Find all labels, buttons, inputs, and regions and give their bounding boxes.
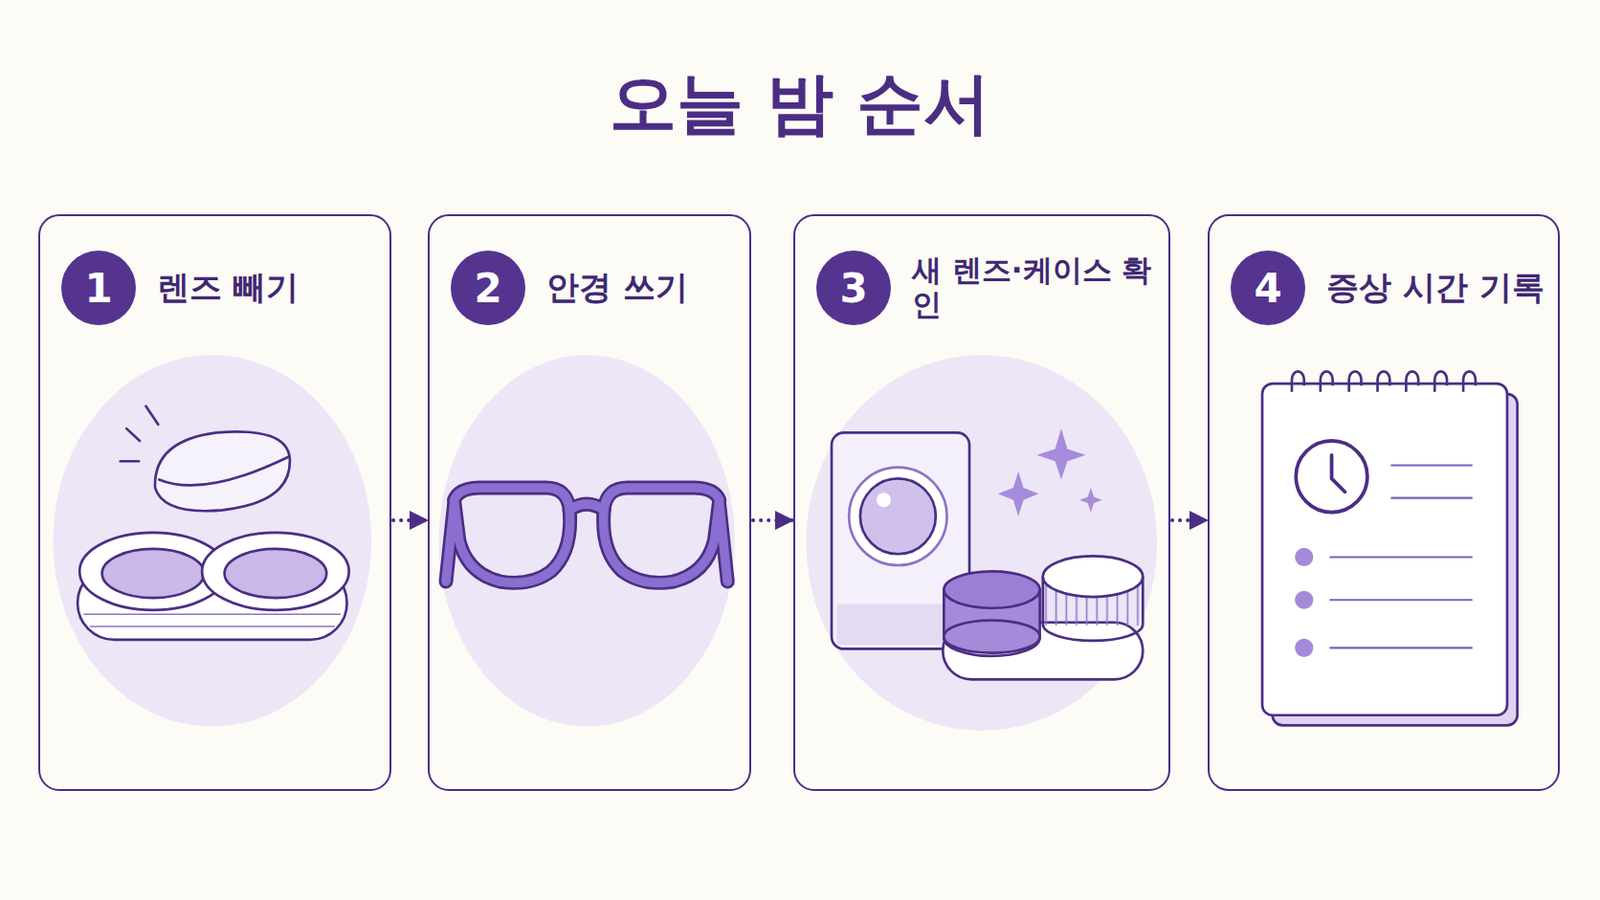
glasses bbox=[719, 505, 729, 582]
glasses bbox=[445, 488, 728, 583]
contact-lens bbox=[155, 431, 290, 512]
step-heading: 렌즈 빼기 bbox=[156, 268, 299, 307]
notebook bbox=[1294, 548, 1313, 658]
lens-case bbox=[102, 549, 205, 599]
step-number: 2 bbox=[473, 265, 502, 312]
step-number-circle: 4 bbox=[1230, 250, 1306, 326]
step-number: 1 bbox=[84, 265, 112, 312]
flow-arrow bbox=[753, 518, 793, 523]
notebook bbox=[1329, 646, 1472, 649]
contact-lens bbox=[145, 406, 158, 425]
step-number: 3 bbox=[839, 265, 867, 312]
step-number-circle: 2 bbox=[450, 250, 526, 326]
glasses bbox=[569, 504, 604, 511]
lens-case bbox=[224, 549, 328, 599]
notebook bbox=[1329, 599, 1472, 601]
contact-lens bbox=[126, 428, 140, 442]
lens-case bbox=[83, 613, 341, 616]
lens-case bbox=[89, 625, 335, 628]
notebook bbox=[1294, 548, 1313, 567]
glasses bbox=[603, 488, 720, 583]
step-panel: 새 렌즈·케이스 확인 3 bbox=[793, 214, 1171, 792]
contact-lens bbox=[158, 457, 288, 486]
new-lens-case bbox=[943, 620, 1040, 657]
contact-lens bbox=[120, 460, 139, 464]
new-lens-case bbox=[943, 621, 1040, 654]
glasses bbox=[719, 505, 729, 582]
spiral-ring bbox=[1405, 371, 1419, 392]
notebook bbox=[1295, 441, 1368, 513]
glasses bbox=[454, 488, 571, 583]
lens-pack bbox=[860, 478, 936, 555]
flow-arrow bbox=[393, 518, 427, 523]
lens-case bbox=[201, 533, 350, 611]
step-panel: 증상 시간 기록 4 bbox=[1207, 214, 1560, 792]
spiral-ring bbox=[1291, 371, 1305, 392]
sparkles bbox=[1036, 428, 1086, 480]
step-number: 4 bbox=[1253, 265, 1282, 312]
lens-pack bbox=[876, 492, 891, 508]
flow-arrow bbox=[1172, 518, 1207, 523]
spiral-ring bbox=[1377, 371, 1391, 392]
backdrop-ellipses bbox=[805, 355, 1157, 731]
step-number-circle: 1 bbox=[61, 250, 136, 326]
notebook bbox=[1262, 371, 1518, 726]
step-heading: 새 렌즈·케이스 확인 bbox=[911, 253, 1159, 322]
glasses bbox=[445, 488, 728, 583]
step-panel: 안경 쓰기 2 bbox=[427, 214, 752, 792]
notebook bbox=[1294, 639, 1313, 658]
spiral-ring bbox=[1463, 371, 1476, 392]
backdrop-ellipses bbox=[52, 355, 372, 727]
backdrop-ellipses bbox=[439, 355, 735, 727]
new-lens-case bbox=[942, 555, 1143, 680]
notebook bbox=[1329, 555, 1472, 558]
notebook bbox=[1390, 464, 1472, 467]
notebook bbox=[1262, 383, 1508, 716]
new-lens-case bbox=[943, 571, 1040, 608]
spiral-ring bbox=[1349, 371, 1362, 392]
page-title: 오늘 밤 순서 bbox=[0, 59, 1600, 150]
sparkles bbox=[998, 471, 1040, 517]
glasses bbox=[445, 505, 455, 582]
step-heading: 증상 시간 기록 bbox=[1326, 268, 1545, 307]
spiral-ring bbox=[1320, 371, 1334, 392]
step-heading: 안경 쓰기 bbox=[546, 268, 689, 307]
sparkles bbox=[998, 428, 1103, 517]
notebook bbox=[1390, 497, 1472, 500]
step-panel: 렌즈 빼기 1 bbox=[38, 214, 392, 792]
notebook bbox=[1294, 591, 1313, 610]
glasses bbox=[569, 504, 604, 511]
notebook bbox=[1329, 465, 1472, 648]
spiral-ring bbox=[1434, 371, 1447, 392]
sparkles bbox=[1079, 488, 1102, 513]
new-lens-case bbox=[1043, 555, 1144, 598]
lens-case bbox=[77, 533, 350, 641]
step-number-circle: 3 bbox=[816, 250, 891, 326]
glasses bbox=[445, 488, 728, 583]
glasses bbox=[454, 488, 571, 583]
lens-pack bbox=[848, 467, 947, 566]
backdrop-ellipses bbox=[52, 355, 1157, 731]
glasses bbox=[445, 505, 455, 582]
contact-lens bbox=[120, 406, 290, 512]
notebook bbox=[1332, 455, 1346, 492]
glasses bbox=[603, 488, 720, 583]
notebook bbox=[1291, 371, 1476, 392]
